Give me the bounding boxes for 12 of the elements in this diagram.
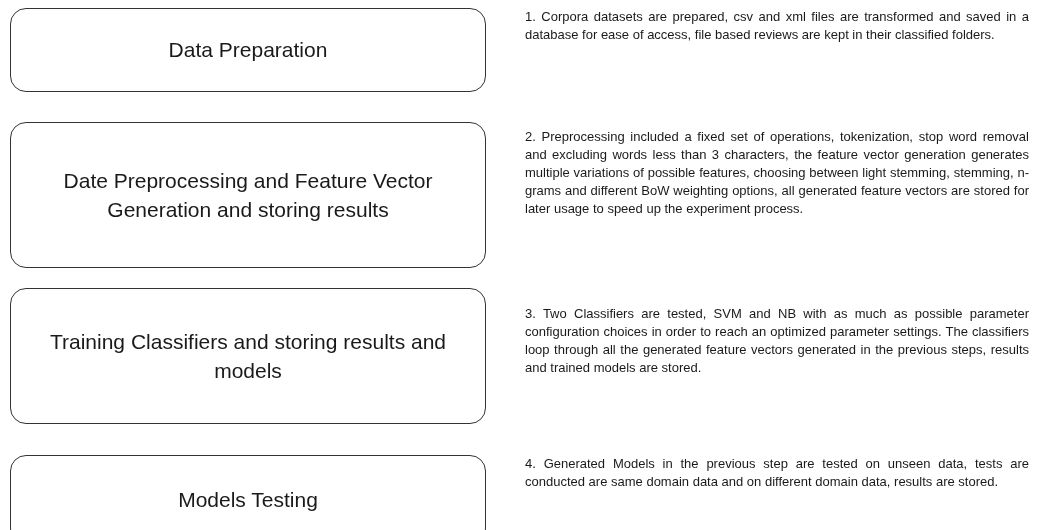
step-title: Data Preparation	[168, 37, 328, 64]
step-title: Date Preprocessing and Feature Vector Generation and storing results	[62, 167, 434, 223]
step-description: 3. Two Classifiers are tested, SVM and NB with as much as possible parameter configuration choices in order to reach an optimized parameter settings. The classifiers loop through all the generated feature vectors generated in the previous steps, results and trained models are stored.	[525, 305, 1029, 377]
step-description: 4. Generated Models in the previous step are tested on unseen data, tests are conducted are same domain data and on different domain data, results are stored.	[525, 455, 1029, 491]
step-title: Models Testing	[178, 487, 318, 514]
process-box	[10, 288, 486, 424]
step-description: 1. Corpora datasets are prepared, csv and xml files are transformed and saved in a database for ease of access, file based reviews are kept in their classified folders.	[525, 8, 1029, 44]
step-title: Training Classifiers and storing results and models	[48, 328, 448, 384]
step-description: 2. Preprocessing included a fixed set of operations, tokenization, stop word removal and excluding words less than 3 characters, the feature vector generation generates multiple variations of possible features, choosing between light stemming, stemming, n-grams and different BoW weighting options, all generated feature vectors are stored for later usage to speed up the experiment process.	[525, 128, 1029, 218]
process-box	[10, 8, 486, 92]
process-box	[10, 455, 486, 530]
process-box	[10, 122, 486, 268]
